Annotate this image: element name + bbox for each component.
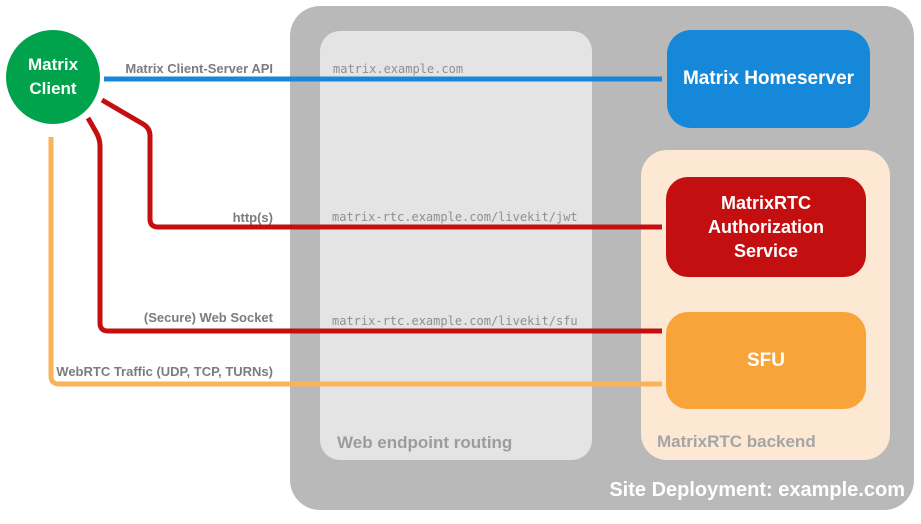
https-label: http(s) — [232, 210, 273, 225]
site-deployment-label: Site Deployment: example.com — [609, 479, 905, 501]
web-endpoint-routing-label: Web endpoint routing — [337, 433, 513, 452]
matrixrtc-backend-label: MatrixRTC backend — [657, 432, 816, 451]
client-server-api-label: Matrix Client-Server API — [125, 61, 273, 76]
sfu-node: SFU — [666, 312, 866, 409]
matrix-client-node: Matrix Client — [6, 30, 100, 124]
sfu-endpoint-text: matrix-rtc.example.com/livekit/sfu — [332, 314, 578, 328]
web-socket-label: (Secure) Web Socket — [143, 310, 273, 325]
matrix-homeserver-node: Matrix Homeserver — [667, 30, 870, 128]
webrtc-traffic-label: WebRTC Traffic (UDP, TCP, TURNs) — [56, 364, 273, 379]
web-endpoint-routing-container — [320, 31, 592, 460]
jwt-endpoint-text: matrix-rtc.example.com/livekit/jwt — [332, 210, 578, 224]
matrixrtc-authorization-service-node: MatrixRTC Authorization Service — [666, 177, 866, 277]
homeserver-endpoint-text: matrix.example.com — [333, 62, 464, 76]
